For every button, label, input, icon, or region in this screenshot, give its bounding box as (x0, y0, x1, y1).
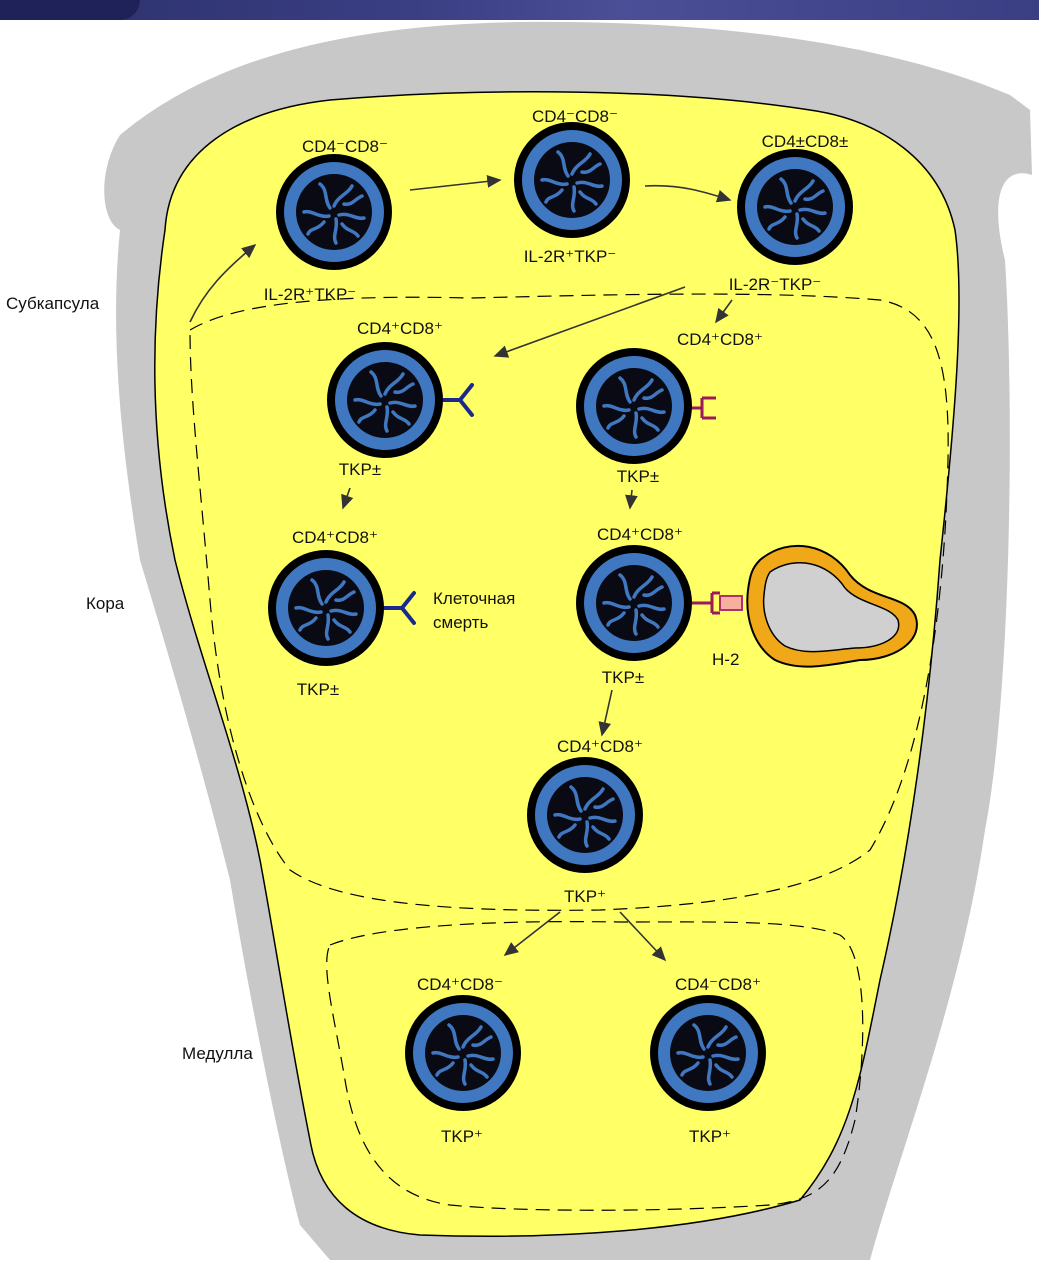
cell-10-bottom-label: TKP⁺ (689, 1127, 731, 1146)
cell-3 (737, 149, 853, 265)
cell-2-top-label: CD4⁻CD8⁻ (532, 107, 618, 126)
cell-5 (576, 348, 692, 464)
cell-5-top-label: CD4⁺CD8⁺ (677, 330, 763, 349)
cell-1-bottom-label: IL-2R⁺TKP⁻ (264, 285, 357, 304)
mhc-label: H-2 (712, 650, 739, 669)
cell-8-top-label: CD4⁺CD8⁺ (557, 737, 643, 756)
cell-10-top-label: CD4⁻CD8⁺ (675, 975, 761, 994)
cell-10 (650, 995, 766, 1111)
cell-9-bottom-label: TKP⁺ (441, 1127, 483, 1146)
mhc-complex (720, 596, 742, 610)
cell-3-bottom-label: IL-2R⁻TKP⁻ (729, 275, 822, 294)
cell-death-label-line2: смерть (433, 613, 489, 632)
cell-1 (276, 154, 392, 270)
cell-4-bottom-label: TKP± (339, 460, 381, 479)
cell-death-label-line1: Клеточная (433, 589, 515, 608)
cell-7 (576, 545, 692, 661)
cell-3-top-label: CD4±CD8± (762, 132, 849, 151)
cell-2-bottom-label: IL-2R⁺TKP⁻ (524, 247, 617, 266)
cell-7-top-label: CD4⁺CD8⁺ (597, 525, 683, 544)
cell-4 (327, 342, 443, 458)
zone-label-medulla: Медулла (176, 1040, 259, 1068)
cell-9-top-label: CD4⁺CD8⁻ (417, 975, 503, 994)
cell-7-bottom-label: TKP± (602, 668, 644, 687)
cell-6-top-label: CD4⁺CD8⁺ (292, 528, 378, 547)
zone-label-cortex: Кора (80, 590, 146, 618)
cell-4-top-label: CD4⁺CD8⁺ (357, 319, 443, 338)
cell-6-bottom-label: TKP± (297, 680, 339, 699)
cell-9 (405, 995, 521, 1111)
cell-6 (268, 550, 384, 666)
cell-8 (527, 757, 643, 873)
cell-8-bottom-label: TKP⁺ (564, 887, 606, 906)
zone-label-subcapsule: Субкапсула (0, 290, 105, 318)
cell-1-top-label: CD4⁻CD8⁻ (302, 137, 388, 156)
cell-2 (514, 122, 630, 238)
cell-5-bottom-label: TKP± (617, 467, 659, 486)
